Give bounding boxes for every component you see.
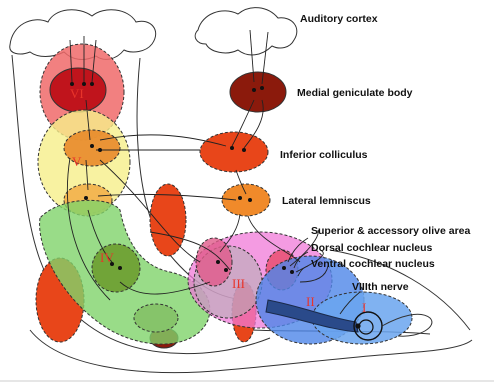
cochlear-nucleus-node-a [196, 238, 232, 286]
green-node-lower [134, 304, 178, 332]
superior-olive-label: Superior & accessory olive area [311, 225, 470, 237]
viii-nerve-label: VIIIth nerve [352, 281, 409, 293]
region-vi-label: VI [70, 86, 84, 101]
ventral-cochlear-nucleus-label: Ventral cochlear nucleus [311, 258, 435, 270]
region-v-label: V [72, 154, 82, 169]
right-cortex-outline [195, 8, 297, 55]
medial-geniculate-body-label: Medial geniculate body [297, 87, 413, 99]
lateral-lemniscus-node-right [222, 184, 270, 216]
auditory-cortex-label: Auditory cortex [300, 13, 378, 25]
medial-geniculate-body-node [230, 72, 286, 112]
dorsal-cochlear-nucleus-label: Dorsal cochlear nucleus [311, 242, 433, 254]
region-iv-label: IV [100, 250, 114, 265]
cochlea-hair-cell-dot [355, 323, 360, 328]
region-ii-label: II [306, 294, 315, 309]
region-i-label: I [362, 300, 366, 315]
inferior-colliculus-label: Inferior colliculus [280, 149, 368, 161]
inferior-colliculus-node-right [200, 132, 268, 172]
region-iii-label: III [232, 276, 245, 291]
lateral-lemniscus-label: Lateral lemniscus [282, 195, 371, 207]
